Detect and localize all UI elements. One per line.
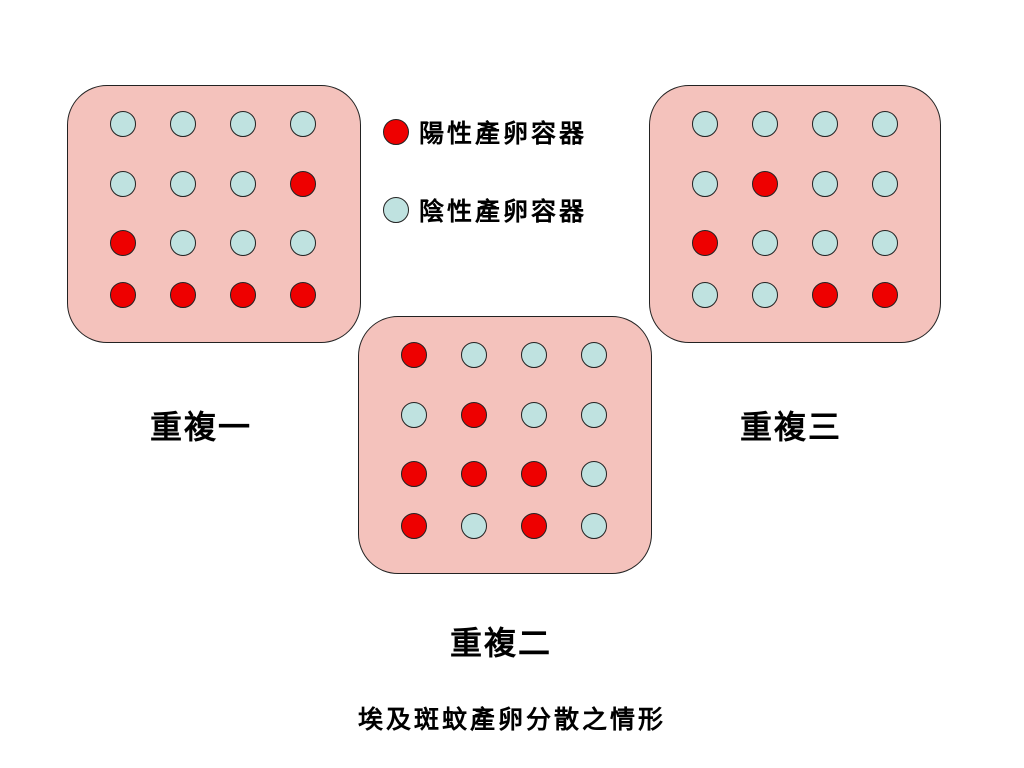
negative-container-dot — [521, 342, 547, 368]
positive-container-dot — [872, 282, 898, 308]
negative-container-dot — [521, 402, 547, 428]
legend-negative: 陰性產卵容器 — [383, 192, 587, 228]
negative-container-dot — [230, 111, 256, 137]
positive-container-dot — [110, 282, 136, 308]
replicate-2-label: 重複二 — [450, 624, 553, 662]
negative-container-dot — [290, 230, 316, 256]
positive-container-dot — [521, 513, 547, 539]
negative-container-dot — [692, 171, 718, 197]
negative-container-dot — [170, 111, 196, 137]
light-blue-circle-icon — [383, 197, 409, 223]
replicate-2-panel — [358, 316, 652, 574]
negative-container-dot — [812, 111, 838, 137]
positive-container-dot — [290, 171, 316, 197]
legend-positive: 陽性產卵容器 — [383, 114, 587, 150]
figure-caption: 埃及斑蚊產卵分散之情形 — [357, 705, 666, 734]
positive-container-dot — [401, 513, 427, 539]
negative-container-dot — [872, 111, 898, 137]
negative-container-dot — [692, 282, 718, 308]
positive-container-dot — [170, 282, 196, 308]
positive-container-dot — [521, 461, 547, 487]
negative-container-dot — [752, 230, 778, 256]
positive-container-dot — [692, 230, 718, 256]
negative-container-dot — [230, 171, 256, 197]
negative-container-dot — [692, 111, 718, 137]
negative-container-dot — [290, 111, 316, 137]
positive-container-dot — [461, 461, 487, 487]
negative-container-dot — [581, 402, 607, 428]
negative-container-dot — [581, 461, 607, 487]
negative-container-dot — [461, 513, 487, 539]
positive-container-dot — [290, 282, 316, 308]
negative-container-dot — [401, 402, 427, 428]
negative-container-dot — [752, 282, 778, 308]
negative-container-dot — [170, 171, 196, 197]
negative-container-dot — [581, 342, 607, 368]
positive-container-dot — [752, 171, 778, 197]
replicate-1-panel — [67, 85, 361, 343]
negative-container-dot — [461, 342, 487, 368]
positive-container-dot — [110, 230, 136, 256]
negative-container-dot — [581, 513, 607, 539]
replicate-3-label: 重複三 — [740, 408, 843, 446]
replicate-1-label: 重複一 — [150, 408, 253, 446]
negative-container-dot — [812, 171, 838, 197]
red-circle-icon — [383, 119, 409, 145]
negative-container-dot — [110, 171, 136, 197]
legend-negative-label: 陰性產卵容器 — [419, 197, 588, 226]
negative-container-dot — [872, 230, 898, 256]
negative-container-dot — [872, 171, 898, 197]
negative-container-dot — [752, 111, 778, 137]
positive-container-dot — [401, 461, 427, 487]
positive-container-dot — [401, 342, 427, 368]
replicate-3-panel — [649, 85, 941, 343]
positive-container-dot — [461, 402, 487, 428]
negative-container-dot — [170, 230, 196, 256]
negative-container-dot — [812, 230, 838, 256]
positive-container-dot — [230, 282, 256, 308]
negative-container-dot — [230, 230, 256, 256]
legend-positive-label: 陽性產卵容器 — [419, 119, 588, 148]
positive-container-dot — [812, 282, 838, 308]
negative-container-dot — [110, 111, 136, 137]
